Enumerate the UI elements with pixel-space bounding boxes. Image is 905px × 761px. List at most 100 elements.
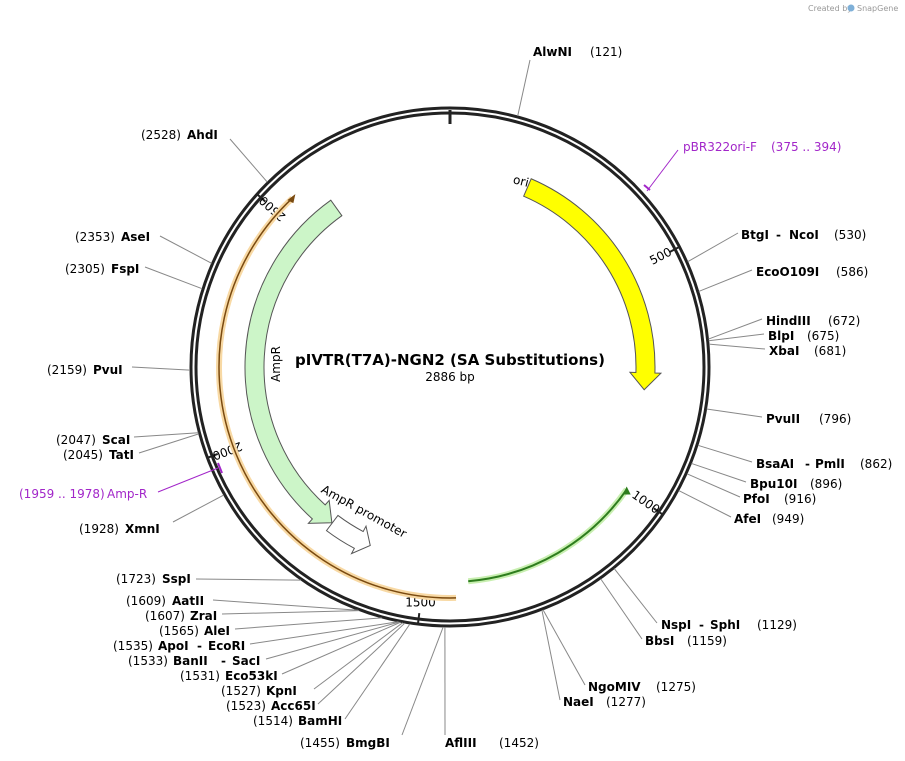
- site-position: (2047): [56, 433, 96, 447]
- site-name: FspI: [111, 262, 139, 276]
- site-ngomiv[interactable]: NgoMIV(1275): [588, 680, 696, 694]
- site-hindiii[interactable]: HindIII(672): [766, 314, 860, 328]
- site-tati[interactable]: (2045)TatI: [63, 448, 134, 462]
- site-acc65i[interactable]: (1523)Acc65I: [226, 699, 316, 713]
- site-naei[interactable]: NaeI(1277): [563, 695, 646, 709]
- site-ahdi[interactable]: (2528)AhdI: [141, 128, 218, 142]
- site-separator: -: [776, 228, 781, 242]
- feature-arc: [218, 197, 457, 599]
- site-separator: -: [197, 639, 202, 653]
- site-separator: -: [221, 654, 226, 668]
- site-afei[interactable]: AfeI(949): [734, 512, 804, 526]
- feature-ampr-promoter[interactable]: [325, 514, 371, 555]
- site-leader-line: [686, 473, 741, 498]
- feature-ori[interactable]: [522, 178, 663, 391]
- site-btgi-ncoi[interactable]: BtgI-NcoI(530): [741, 228, 866, 242]
- site-fspi[interactable]: (2305)FspI: [65, 262, 139, 276]
- site-name: Bpu10I: [750, 477, 797, 491]
- site-position: (681): [814, 344, 846, 358]
- site-name: AfeI: [734, 512, 761, 526]
- site-position: (530): [834, 228, 866, 242]
- site-eco53ki[interactable]: (1531)Eco53kI: [180, 669, 278, 683]
- site-leader-line: [706, 408, 763, 418]
- site-leader-line: [317, 622, 406, 705]
- site-name: BsaAI: [756, 457, 794, 471]
- site-position: (1723): [116, 572, 156, 586]
- site-leader-line: [401, 626, 444, 736]
- site-bsaai-pmli[interactable]: BsaAI-PmlI(862): [756, 457, 892, 471]
- site-position: (1455): [300, 736, 340, 750]
- site-separator: -: [805, 457, 810, 471]
- feature-orange-orf[interactable]: [216, 194, 457, 601]
- site-zrai[interactable]: (1607)ZraI: [145, 609, 217, 623]
- feature-arrowhead: [287, 194, 296, 204]
- feature-arc: [468, 488, 628, 583]
- primer-mark: [643, 184, 651, 191]
- site-name: KpnI: [266, 684, 297, 698]
- site-leader-line: [281, 621, 401, 675]
- site-apoi-ecori[interactable]: (1535)ApoI-EcoRI: [113, 639, 245, 653]
- site-name: XmnI: [125, 522, 160, 536]
- tick-mark: [255, 192, 266, 203]
- site-alwni[interactable]: AlwNI(121): [533, 45, 622, 59]
- site-pfoi[interactable]: PfoI(916): [743, 492, 816, 506]
- site-leader-line: [691, 462, 747, 483]
- site-name: BbsI: [645, 634, 674, 648]
- plasmid-size: 2886 bp: [425, 370, 475, 384]
- site-name: EcoO109I: [756, 265, 819, 279]
- feature-green-orf[interactable]: [467, 486, 631, 585]
- site-pvuii[interactable]: PvuII (796): [766, 412, 851, 426]
- site-afliii[interactable]: AflIII(1452): [445, 736, 539, 750]
- site-separator: -: [699, 618, 704, 632]
- site-banii-saci[interactable]: (1533)BanII-SacI: [128, 654, 260, 668]
- site-name: AflIII: [445, 736, 477, 750]
- site-pvui[interactable]: (2159)PvuI: [47, 363, 123, 377]
- credit-prefix: Created by: [808, 4, 852, 13]
- site-position: (796): [819, 412, 851, 426]
- site-leader-line: [708, 318, 763, 340]
- site-alei[interactable]: (1565)AleI: [159, 624, 230, 638]
- site-blpi[interactable]: BlpI(675): [768, 329, 839, 343]
- site-position: (1531): [180, 669, 220, 683]
- feature-label-ori: ori: [512, 172, 531, 189]
- site-leader-line: [687, 232, 739, 263]
- site-ecoo109i[interactable]: EcoO109I(586): [756, 265, 868, 279]
- site-name: PfoI: [743, 492, 770, 506]
- site-kpni[interactable]: (1527) KpnI: [221, 684, 297, 698]
- site-name: PvuII: [766, 412, 800, 426]
- site-name: BmgBI: [346, 736, 390, 750]
- site-xmni[interactable]: (1928) XmnI: [79, 522, 160, 536]
- site-position: (1535): [113, 639, 153, 653]
- site-leader-line: [708, 343, 766, 350]
- site-position: (672): [828, 314, 860, 328]
- site-sspi[interactable]: (1723)SspI: [116, 572, 191, 586]
- site-nspi-sphi[interactable]: NspI-SphI(1129): [661, 618, 797, 632]
- tick-mark: [206, 452, 219, 460]
- site-xbai[interactable]: XbaI(681): [769, 344, 846, 358]
- plasmid-name: pIVTR(T7A)-NGN2 (SA Substitutions): [295, 351, 605, 369]
- site-leader-line: [212, 599, 359, 611]
- site-scai[interactable]: (2047)ScaI: [56, 433, 130, 447]
- primer-amp-r[interactable]: (1959 .. 1978) Amp-R: [19, 462, 223, 501]
- site-aatii[interactable]: (1609)AatII: [126, 594, 204, 608]
- site-name-2: SphI: [710, 618, 740, 632]
- tick-label: 1000: [629, 488, 662, 517]
- site-position: (1928): [79, 522, 119, 536]
- site-leader-line: [133, 432, 199, 438]
- site-leader-line: [708, 333, 765, 342]
- primer-pbr322ori-f[interactable]: pBR322ori-F (375 .. 394): [643, 140, 841, 192]
- site-bmgbi[interactable]: (1455) BmgBI: [300, 736, 390, 750]
- site-position: (1527): [221, 684, 261, 698]
- backbone-outer-ring: [189, 106, 711, 628]
- site-leader-line: [234, 617, 382, 630]
- site-leader-line: [138, 433, 199, 454]
- site-bbsi[interactable]: BbsI(1159): [645, 634, 727, 648]
- site-bamhi[interactable]: (1514)BamHI: [253, 714, 342, 728]
- site-name: AhdI: [187, 128, 218, 142]
- site-name-2: PmlI: [815, 457, 845, 471]
- site-bpu10i[interactable]: Bpu10I(896): [750, 477, 842, 491]
- site-position: (1129): [757, 618, 797, 632]
- site-asei[interactable]: (2353)AseI: [75, 230, 150, 244]
- site-leader-line: [600, 578, 643, 640]
